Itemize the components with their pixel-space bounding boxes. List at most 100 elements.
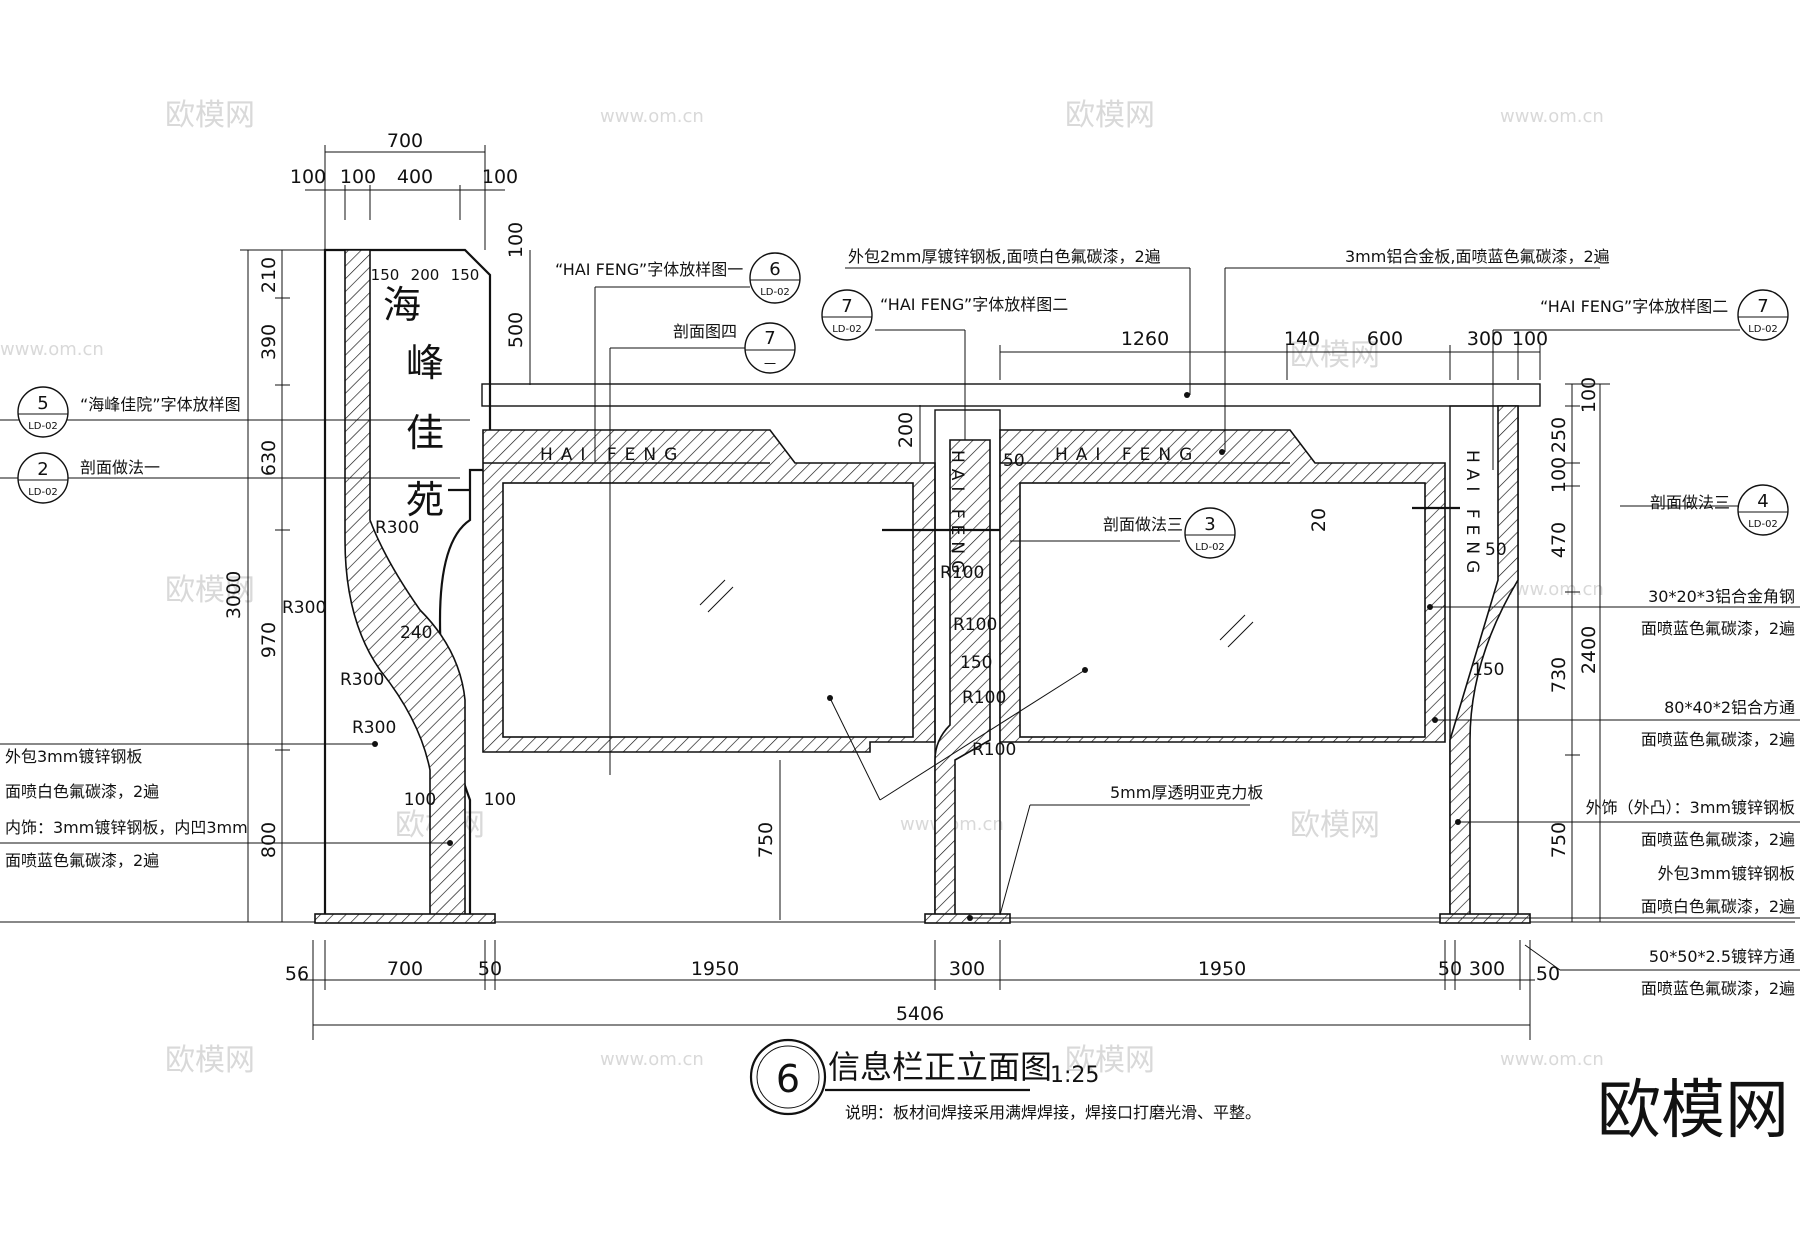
- dim-label: 150: [960, 653, 992, 673]
- dim-label: 200: [895, 412, 917, 448]
- callout-num: 7: [764, 328, 775, 349]
- dim-label: 100: [1512, 328, 1548, 350]
- dim-label: 100: [340, 166, 376, 188]
- haifeng-text: HAI FENG: [540, 445, 685, 465]
- callout-label: “HAI FENG”字体放样图一: [555, 260, 743, 279]
- watermark-url: www.om.cn: [1500, 579, 1604, 600]
- dim-label: 100: [484, 790, 516, 810]
- dim-label: 240: [400, 623, 432, 643]
- note: 5mm厚透明亚克力板: [1110, 783, 1263, 802]
- dim-label: R300: [375, 518, 419, 538]
- dim-label: 56: [285, 963, 309, 985]
- callout: 6 LD-02 “HAI FENG”字体放样图一: [555, 252, 801, 304]
- material-notes: 外包2mm厚镀锌钢板,面喷白色氟碳漆，2遍 3mm铝合金板,面喷蓝色氟碳漆，2遍…: [5, 247, 1795, 998]
- haifeng-text: HAI FENG: [1055, 445, 1200, 465]
- dim-label: 5406: [896, 1003, 944, 1025]
- dim-label: 50: [1003, 451, 1025, 471]
- note: 面喷白色氟碳漆，2遍: [1641, 897, 1795, 916]
- watermark-url: www.om.cn: [1500, 1049, 1604, 1070]
- dim-label: 800: [258, 822, 280, 858]
- watermark-text: 欧模网: [1290, 338, 1380, 373]
- dim-label: 390: [258, 324, 280, 360]
- glass-mark: [707, 586, 734, 613]
- note: 外包3mm镀锌钢板: [1658, 864, 1795, 883]
- title-circle-inner: [756, 1045, 820, 1109]
- note: 80*40*2铝合方通: [1664, 698, 1795, 717]
- callout: 3 LD-02 剖面做法三: [1103, 507, 1236, 559]
- callout: 2 LD-02 剖面做法一: [17, 452, 160, 504]
- dim-label: 200: [411, 266, 440, 284]
- callout-label: 剖面做法一: [80, 458, 160, 477]
- note: 面喷蓝色氟碳漆，2遍: [1641, 619, 1795, 638]
- sign-char: 佳: [406, 411, 444, 455]
- sign-char: 苑: [406, 478, 444, 522]
- post-hatch: [934, 439, 991, 916]
- dim-label: R100: [953, 615, 997, 635]
- watermark-text: 欧模网: [1065, 1043, 1155, 1078]
- dim-label: R300: [282, 598, 326, 618]
- dim-label: 700: [387, 130, 423, 152]
- callout-ref: LD-02: [1195, 542, 1225, 553]
- dim-label: 150: [451, 266, 480, 284]
- board-2: HAI FENG: [999, 429, 1446, 743]
- watermark-text: 欧模网: [165, 1043, 255, 1078]
- note: 面喷白色氟碳漆，2遍: [5, 782, 159, 801]
- callout: 7 一 剖面图四: [673, 322, 796, 374]
- callout: 4 LD-02 剖面做法三: [1650, 484, 1789, 536]
- drawing-number: 6: [776, 1057, 800, 1101]
- dim-label: 1950: [691, 958, 739, 980]
- watermark-url: www.om.cn: [0, 339, 104, 360]
- dim-label: 730: [1548, 657, 1570, 693]
- dim-label: 630: [258, 440, 280, 476]
- note: 面喷蓝色氟碳漆，2遍: [1641, 830, 1795, 849]
- title-block: 6 信息栏正立面图 1:25 说明：板材间焊接采用满焊焊接，焊接口打磨光滑、平整…: [749, 1038, 1261, 1122]
- callout-num: 4: [1757, 491, 1768, 512]
- callout: 7 LD-02 “HAI FENG”字体放样图二: [1540, 289, 1789, 341]
- dimension-lines: [240, 145, 1610, 1040]
- sign-char: 海: [383, 283, 421, 327]
- dim-label: 100: [1548, 457, 1570, 493]
- dim-label: 470: [1548, 522, 1570, 558]
- callout-num: 2: [37, 459, 48, 480]
- dim-label: 140: [1284, 328, 1320, 350]
- dim-label: 100: [404, 790, 436, 810]
- note: 50*50*2.5镀锌方通: [1649, 947, 1795, 966]
- center-post: HAI FENG: [882, 409, 1035, 924]
- glass-mark: [1227, 621, 1254, 648]
- callout-num: 7: [1757, 296, 1768, 317]
- note: 3mm铝合金板,面喷蓝色氟碳漆，2遍: [1345, 247, 1610, 266]
- dim-label: 300: [949, 958, 985, 980]
- callout-num: 6: [769, 259, 780, 280]
- left-sign-post: 海 峰 佳 苑: [314, 248, 496, 924]
- note: 30*20*3铝合金角钢: [1648, 587, 1795, 606]
- dim-label: 300: [1467, 328, 1503, 350]
- board-1: HAI FENG: [482, 429, 936, 753]
- dim-label: 400: [397, 166, 433, 188]
- note: 外包3mm镀锌钢板: [5, 747, 142, 766]
- dim-label: 1950: [1198, 958, 1246, 980]
- callout-ref: LD-02: [28, 487, 58, 498]
- dim-label: 970: [258, 622, 280, 658]
- dim-label: 300: [1469, 958, 1505, 980]
- callout-ref: LD-02: [760, 287, 790, 298]
- callout-label: 剖面图四: [673, 322, 737, 341]
- brand-watermark: 欧模网: [1597, 1074, 1789, 1148]
- dim-label: 3000: [223, 571, 245, 619]
- dim-label: 600: [1367, 328, 1403, 350]
- dim-label: R100: [962, 688, 1006, 708]
- roof-plate: [481, 383, 1541, 407]
- leader-lines: [0, 267, 1800, 971]
- dim-label: R100: [972, 740, 1016, 760]
- glass-mark: [699, 579, 726, 606]
- callout-ref: LD-02: [1748, 324, 1778, 335]
- haifeng-vertical: HAI FENG: [1462, 450, 1482, 579]
- dim-label: 250: [1548, 417, 1570, 453]
- dim-label: 500: [505, 312, 527, 348]
- glass-panel: [502, 482, 914, 738]
- haifeng-vertical: HAI FENG: [947, 450, 967, 579]
- watermark-text: 欧模网: [1290, 808, 1380, 843]
- note: 面喷蓝色氟碳漆，2遍: [5, 851, 159, 870]
- sign-char: 峰: [406, 341, 444, 385]
- dim-label: 150: [371, 266, 400, 284]
